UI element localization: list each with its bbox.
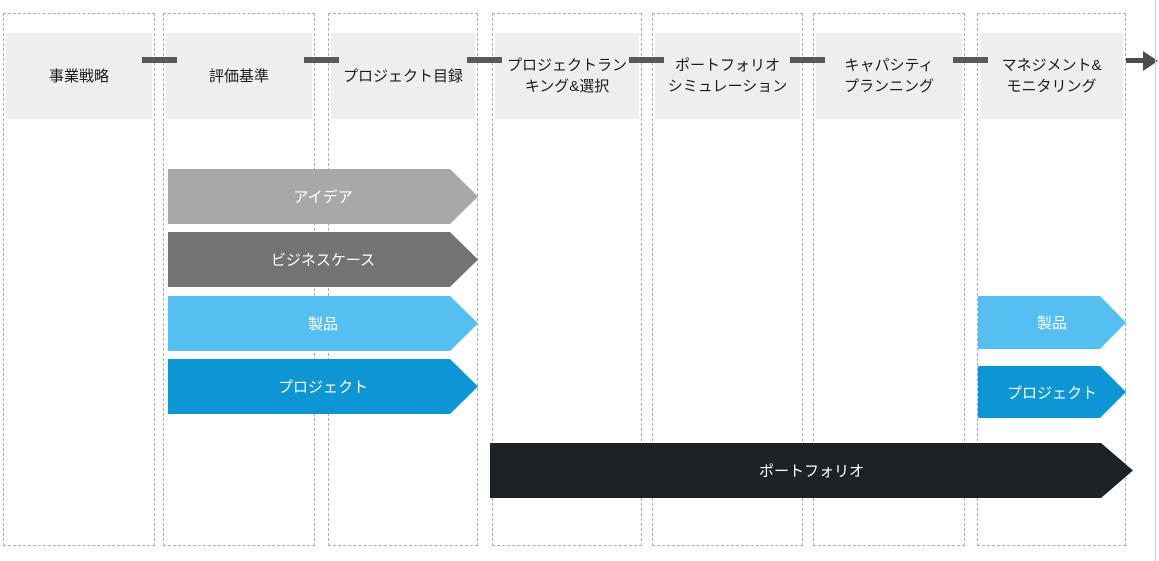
flow-continue-arrow-icon — [1126, 58, 1145, 63]
stage-header-management-monitoring: マネジメント& モニタリング — [980, 33, 1123, 119]
stage-title: ポートフォリオ シミュレーション — [667, 57, 788, 95]
arrow-product-right: 製品 — [978, 296, 1126, 349]
screenshot-right-border — [1155, 0, 1156, 561]
stage-connector — [953, 57, 988, 63]
arrow-label: 製品 — [307, 316, 338, 333]
arrow-project-left: プロジェクト — [168, 359, 478, 414]
stage-title: プロジェクト目録 — [342, 67, 463, 85]
arrow-label: ビジネスケース — [270, 252, 376, 269]
arrow-portfolio: ポートフォリオ — [490, 443, 1133, 498]
arrow-idea: アイデア — [168, 169, 478, 224]
arrow-label: ポートフォリオ — [758, 463, 864, 480]
stage-connector — [142, 57, 177, 63]
arrow-label: プロジェクト — [277, 379, 368, 396]
stage-title: 事業戦略 — [48, 67, 109, 85]
stage-title: キャパシティ プランニング — [843, 57, 934, 95]
arrow-label: プロジェクト — [1006, 384, 1097, 402]
stage-connector — [467, 57, 502, 63]
stage-header-capacity-planning: キャパシティ プランニング — [816, 33, 962, 119]
arrow-business-case: ビジネスケース — [168, 232, 478, 287]
flow-continue-arrowhead-icon — [1143, 51, 1158, 71]
stage-connector — [304, 57, 339, 63]
stage-header-project-inventory: プロジェクト目録 — [331, 33, 475, 119]
stage-title: プロジェクトラン キング&選択 — [506, 57, 627, 95]
arrow-label: アイデア — [293, 189, 353, 206]
stage-header-evaluation-criteria: 評価基準 — [166, 33, 312, 119]
stage-header-portfolio-simulation: ポートフォリオ シミュレーション — [655, 33, 800, 119]
lane-business-strategy: 事業戦略 — [3, 13, 155, 546]
stage-title: 評価基準 — [208, 67, 269, 85]
stage-header-business-strategy: 事業戦略 — [6, 33, 152, 119]
stage-connector — [790, 57, 825, 63]
arrow-label: 製品 — [1036, 315, 1067, 332]
arrow-product-left: 製品 — [168, 296, 478, 351]
stage-title: マネジメント& モニタリング — [1001, 57, 1102, 95]
arrow-project-right: プロジェクト — [978, 366, 1126, 418]
stage-header-project-ranking-selection: プロジェクトラン キング&選択 — [495, 33, 639, 119]
stage-connector — [629, 57, 664, 63]
